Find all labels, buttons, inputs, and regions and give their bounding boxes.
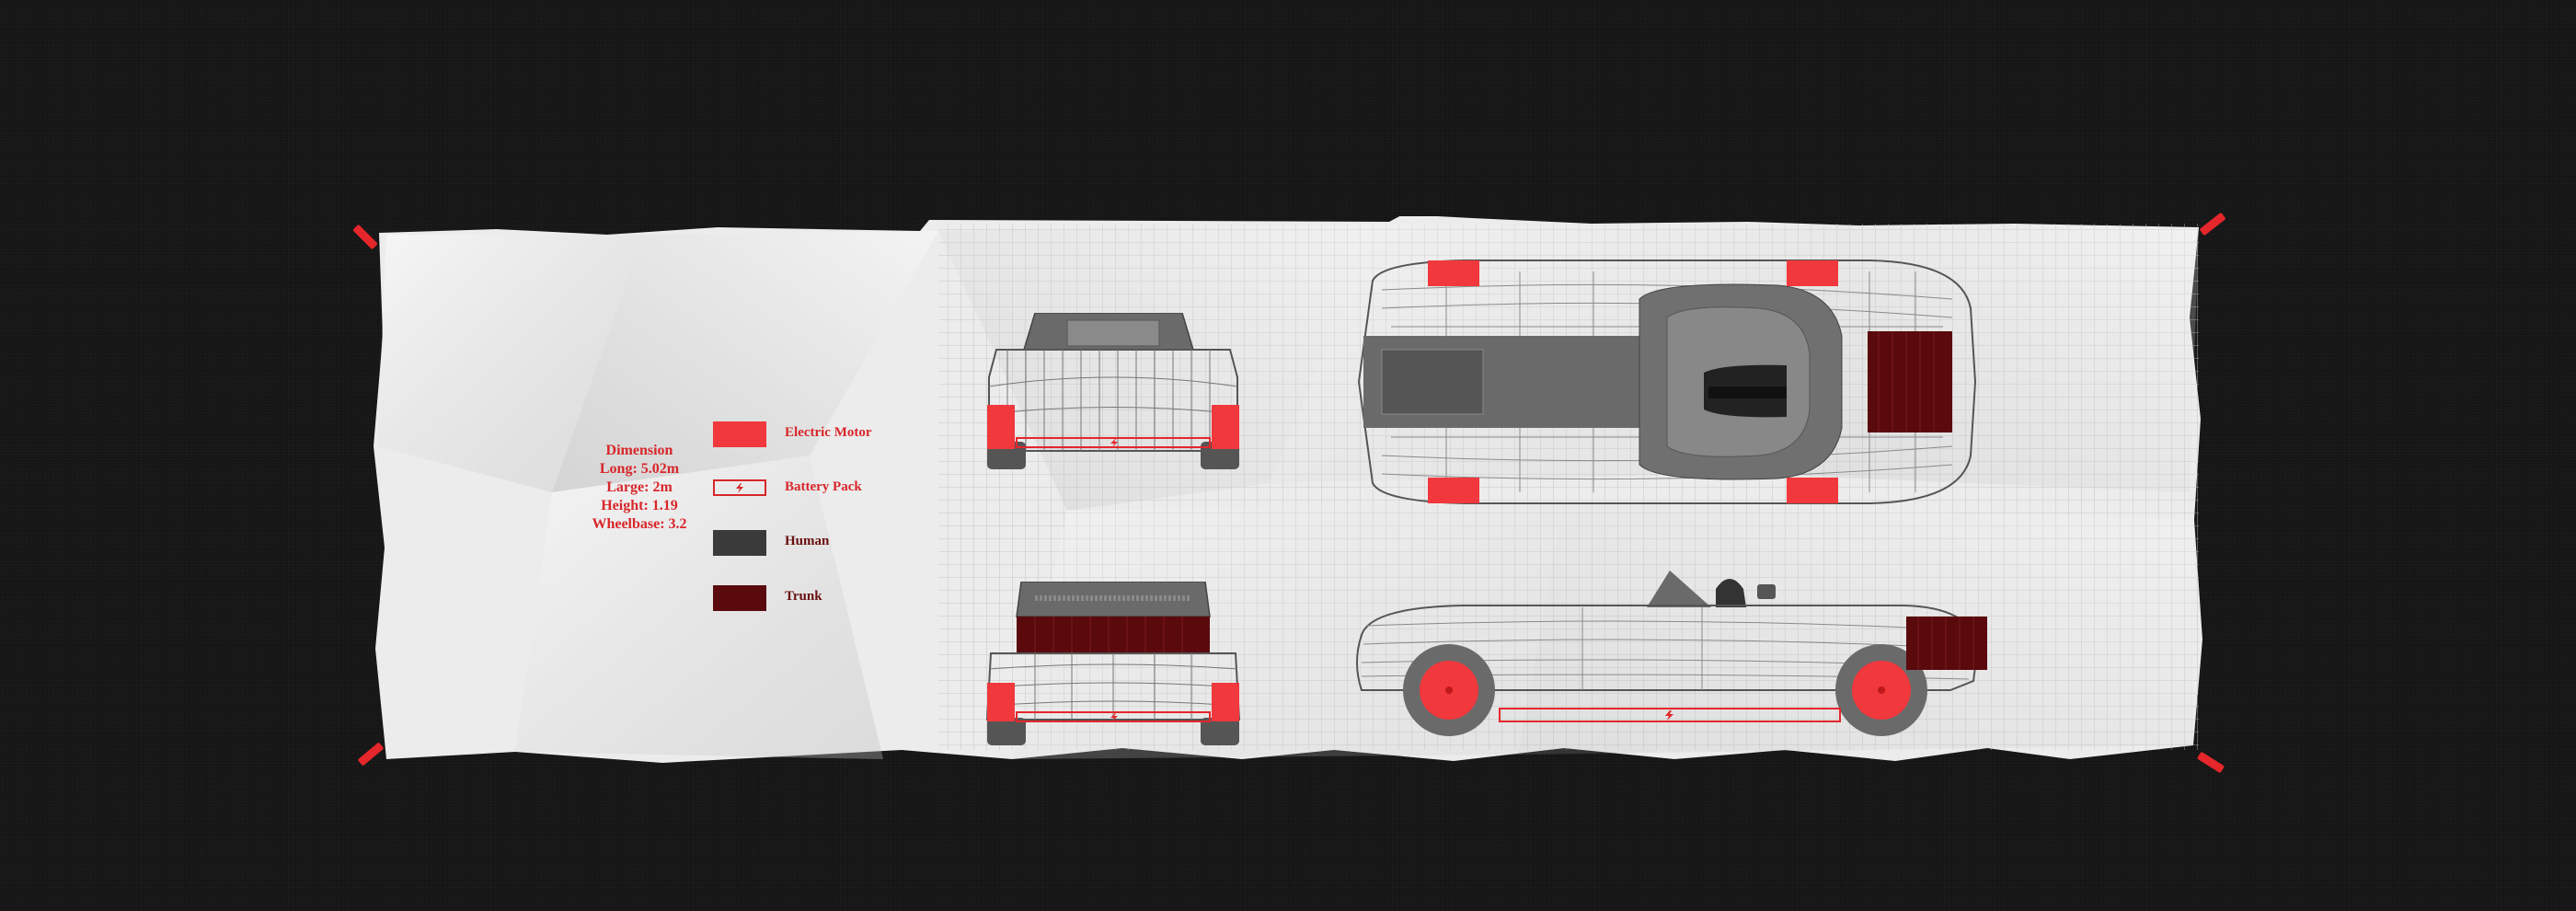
rear-view xyxy=(985,582,1241,745)
human-swatch xyxy=(713,530,766,556)
top-view xyxy=(1357,259,1977,504)
battery-pack-swatch xyxy=(713,479,766,496)
blueprint-sheet: Dimension Long: 5.02m Large: 2m Height: … xyxy=(352,212,2226,774)
dimension-line: Height: 1.19 xyxy=(601,498,678,513)
dimension-heading: Dimension xyxy=(605,443,673,458)
electric-motor-swatch xyxy=(713,421,766,447)
legend-item-trunk: Trunk xyxy=(713,585,934,611)
legend-label: Human xyxy=(785,534,830,548)
dimension-line: Long: 5.02m xyxy=(599,461,680,477)
legend-item-battery-pack: Battery Pack xyxy=(713,476,934,502)
dimension-block: Dimension Long: 5.02m Large: 2m Height: … xyxy=(524,442,754,534)
legend-item-human: Human xyxy=(713,530,934,556)
dimension-line: Large: 2m xyxy=(606,479,673,495)
legend-label: Battery Pack xyxy=(785,479,862,494)
bolt-icon xyxy=(736,483,743,493)
side-view xyxy=(1356,571,1987,736)
legend-label: Electric Motor xyxy=(785,425,872,440)
dimension-line: Wheelbase: 3.2 xyxy=(592,516,687,532)
legend-label: Trunk xyxy=(785,589,822,604)
trunk-swatch xyxy=(713,585,766,611)
front-view xyxy=(987,313,1239,469)
legend-item-electric-motor: Electric Motor xyxy=(713,421,934,447)
